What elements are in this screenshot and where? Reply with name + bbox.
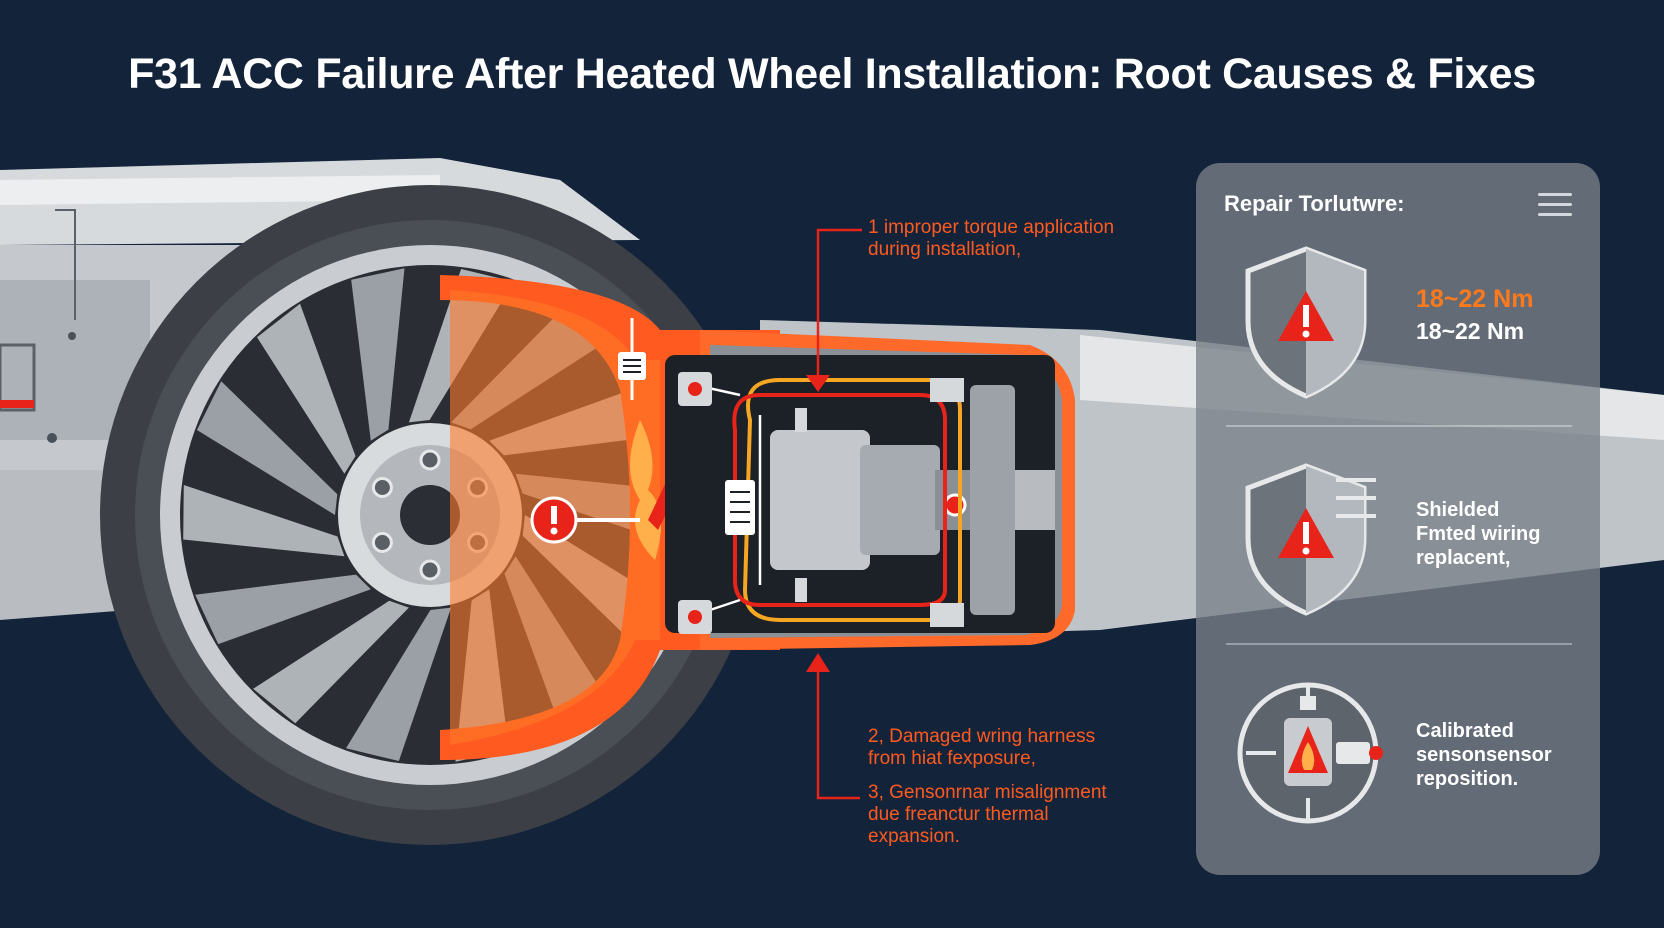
lug-nut <box>419 449 441 471</box>
rim-spoke <box>197 381 338 515</box>
wire-orange <box>742 378 962 622</box>
lug-nut <box>419 559 441 581</box>
gear-plate <box>970 385 1015 615</box>
bracket-bottom <box>930 603 964 627</box>
callout-text: from hiat fexposure, <box>868 748 1036 769</box>
shroud-connector-pins <box>623 359 641 373</box>
torque-value: 18~22 Nm <box>1416 318 1525 344</box>
callout-text: 2, Damaged wring harness <box>868 726 1096 747</box>
connector-pins <box>730 491 750 523</box>
car-tail-light <box>0 400 34 408</box>
panel-divider <box>1226 643 1572 645</box>
car-trim-line <box>55 209 76 320</box>
rim-spoke <box>257 303 356 474</box>
fix-text: Shielded <box>1416 499 1500 521</box>
callout-torque: 1 improper torque application during ins… <box>868 217 1114 261</box>
callout-text: 1 improper torque application <box>868 217 1115 238</box>
page-title: F31 ACC Failure After Heated Wheel Insta… <box>128 50 1536 98</box>
callout-1-arrow <box>806 375 830 392</box>
car-panel <box>0 280 150 440</box>
clip-bottom <box>795 578 807 602</box>
rim-spoke <box>183 485 345 557</box>
callout-text: 3, Gensonrnar misalignment <box>868 782 1107 803</box>
sensor-fix: Calibrated sensonsensor reposition. <box>1416 719 1552 791</box>
repair-panel: Repair Torlutwre: 18~22 Nm 18~22 Nm Shie… <box>1196 163 1600 875</box>
hub-warning-mark <box>551 506 557 524</box>
rim-spoke <box>195 574 371 645</box>
rim-spoke <box>253 600 409 724</box>
car-bolt <box>47 433 57 443</box>
lug-nut <box>371 477 393 498</box>
panel-title: Repair Torlutwre: <box>1224 191 1405 216</box>
sensor-fire-icon <box>1237 682 1383 824</box>
hub-center <box>400 485 460 545</box>
clip-top <box>795 408 807 432</box>
terminal-bottom-dot <box>688 610 702 624</box>
fix-text: reposition. <box>1416 768 1519 790</box>
menu-icon[interactable] <box>1538 193 1572 223</box>
connector-block <box>725 480 755 535</box>
wire-red <box>732 393 947 607</box>
car-light-frame <box>0 343 36 412</box>
rim-spoke <box>346 607 452 761</box>
callout-text: during installation, <box>868 239 1022 260</box>
callout-sensor: 3, Gensonrnar misalignment due freanctur… <box>868 782 1107 848</box>
panel-divider <box>1226 425 1572 427</box>
callout-1-leader <box>816 228 862 380</box>
terminal-top-dot <box>688 382 702 396</box>
callout-wiring: 2, Damaged wring harness from hiat fexpo… <box>868 726 1095 770</box>
fix-text: replacent, <box>1416 547 1511 569</box>
torque-accent: 18~22 Nm <box>1416 285 1534 313</box>
rim-spoke <box>351 268 405 441</box>
car-body-highlight <box>0 175 440 205</box>
fix-text: Fmted wiring <box>1416 523 1541 545</box>
callout-text: due freanctur thermal <box>868 804 1049 825</box>
car-bolt <box>68 332 76 340</box>
motor-cap <box>860 445 940 555</box>
wiring-fix: Shielded Fmted wiring replacent, <box>1416 498 1540 570</box>
shaft-end <box>1015 470 1055 530</box>
shielded-wiring-icon <box>1245 463 1376 616</box>
torque-spec: 18~22 Nm 18~22 Nm <box>1416 283 1533 347</box>
warning-shield-icon <box>1245 246 1367 399</box>
callout-2-leader <box>816 668 860 800</box>
fix-text: sensonsensor <box>1416 744 1552 766</box>
bracket-top <box>930 378 964 402</box>
callout-2-arrow <box>806 653 830 672</box>
fix-text: Calibrated <box>1416 720 1514 742</box>
hub-warning-dot <box>550 527 558 535</box>
motor-body <box>770 430 870 570</box>
lug-nut <box>371 532 393 553</box>
callout-text: expansion. <box>868 826 960 847</box>
